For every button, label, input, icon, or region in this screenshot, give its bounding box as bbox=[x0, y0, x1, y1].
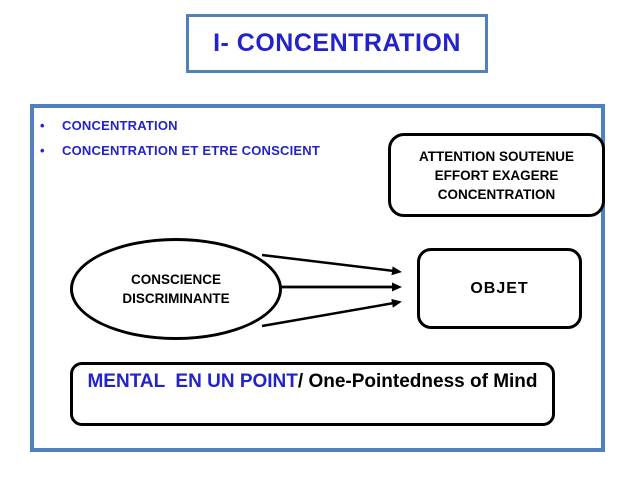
ellipse-line-1: CONSCIENCE bbox=[130, 272, 221, 287]
slide-title-box: I- CONCENTRATION bbox=[186, 14, 488, 73]
attention-line-3: CONCENTRATION bbox=[437, 186, 556, 202]
objet-label: OBJET bbox=[470, 279, 529, 297]
bullet-list: • CONCENTRATION • CONCENTRATION ET ETRE … bbox=[40, 118, 320, 168]
attention-line-2: EFFORT EXAGERE bbox=[434, 167, 559, 183]
list-item: • CONCENTRATION bbox=[40, 118, 320, 143]
bullet-text: CONCENTRATION ET ETRE CONSCIENT bbox=[62, 143, 321, 158]
bullet-icon: • bbox=[40, 143, 45, 158]
attention-line-1: ATTENTION SOUTENUE bbox=[419, 148, 574, 164]
ellipse-line-2: DISCRIMINANTE bbox=[122, 291, 230, 306]
mental-en-un-point-box: MENTAL EN UN POINT/ One-Pointedness of M… bbox=[70, 362, 555, 426]
list-item: • CONCENTRATION ET ETRE CONSCIENT bbox=[40, 143, 320, 168]
objet-rounded-box: OBJET bbox=[417, 248, 582, 329]
slide-title: I- CONCENTRATION bbox=[213, 29, 461, 57]
attention-rounded-box: ATTENTION SOUTENUE EFFORT EXAGERE CONCEN… bbox=[388, 133, 605, 217]
bullet-icon: • bbox=[40, 118, 45, 133]
bullet-text: CONCENTRATION bbox=[62, 118, 178, 133]
bottom-text: MENTAL EN UN POINT/ One-Pointedness of M… bbox=[81, 368, 544, 395]
bottom-text-english: / One-Pointedness of Mind bbox=[297, 371, 538, 392]
bottom-text-french: MENTAL EN UN POINT bbox=[87, 371, 298, 392]
conscience-ellipse: CONSCIENCE DISCRIMINANTE bbox=[70, 238, 282, 340]
